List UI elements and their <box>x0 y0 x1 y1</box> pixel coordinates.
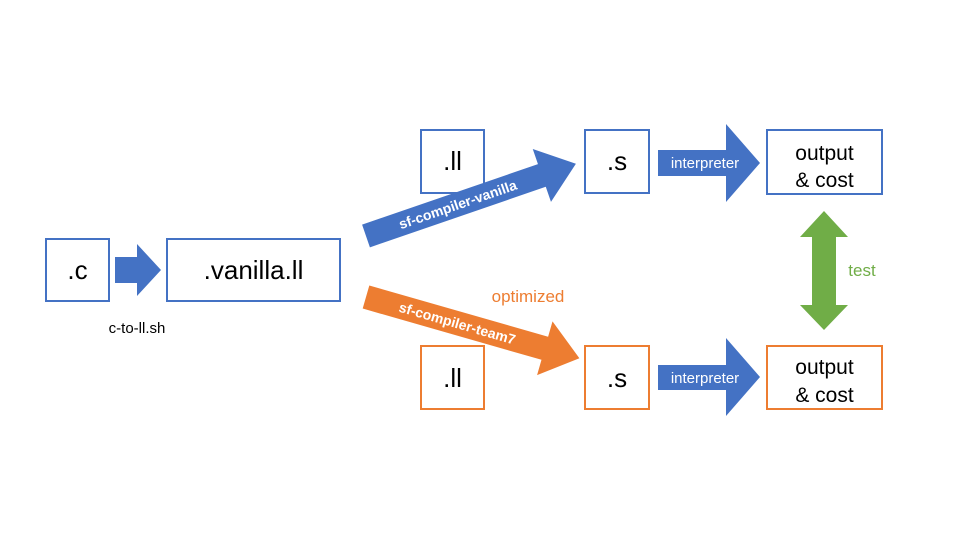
optimized-label: optimized <box>492 287 565 306</box>
team-ll-box <box>420 345 485 410</box>
vanilla-output-line2: & cost <box>795 169 854 192</box>
test-arrow <box>800 211 848 330</box>
vanilla-ll-box <box>166 238 341 302</box>
vanilla-ll-top-label: .ll <box>443 146 462 176</box>
team-interpreter-arrow <box>658 338 760 416</box>
team-s-label: .s <box>607 363 627 393</box>
team-ll-label: .ll <box>443 363 462 393</box>
c-file-label: .c <box>67 255 87 285</box>
vanilla-interpreter-label: interpreter <box>671 155 739 172</box>
vanilla-output-box <box>766 129 883 195</box>
vanilla-output-line1: output <box>795 142 854 165</box>
team-output-line1: output <box>795 356 854 379</box>
team-output-box <box>766 345 883 410</box>
vanilla-interpreter-arrow <box>658 124 760 202</box>
vanilla-s-box <box>584 129 650 194</box>
team-interpreter-label: interpreter <box>671 370 739 387</box>
team-output-line2: & cost <box>795 384 854 407</box>
script-label: c-to-ll.sh <box>109 320 166 337</box>
vanilla-ll-label: .vanilla.ll <box>204 255 304 285</box>
vanilla-ll-box-top <box>420 129 485 194</box>
team-s-box <box>584 345 650 410</box>
c-to-ll-arrow <box>115 244 161 296</box>
test-label: test <box>848 261 876 280</box>
vanilla-s-label: .s <box>607 146 627 176</box>
c-file-box <box>45 238 110 302</box>
